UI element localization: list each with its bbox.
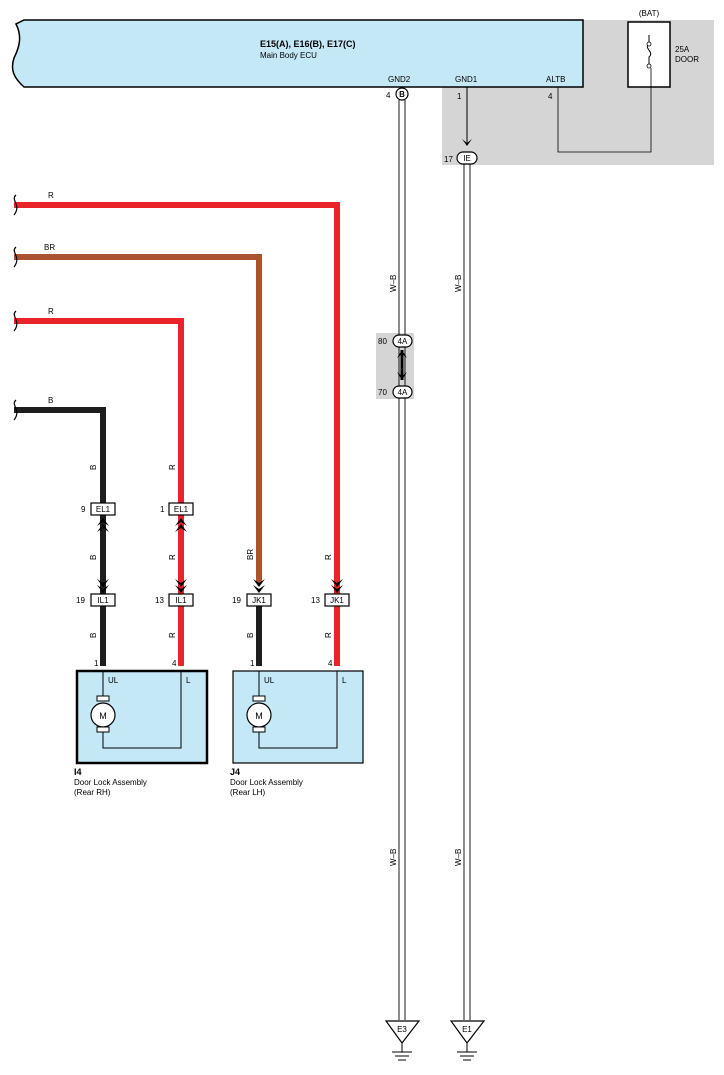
wire-label-r-3: R bbox=[324, 554, 333, 560]
connector-jk1-br-pin: 19 bbox=[232, 596, 241, 605]
wire-label-r-4: R bbox=[168, 632, 177, 638]
i4-position: (Rear RH) bbox=[74, 788, 111, 797]
pin-label-gnd1: GND1 bbox=[455, 75, 478, 84]
wire-label-b-4: B bbox=[246, 633, 255, 638]
connector-jk1-br: 19 JK1 bbox=[232, 593, 272, 607]
i4-name: Door Lock Assembly bbox=[74, 778, 147, 787]
gnd2-terminal-label: B bbox=[399, 90, 405, 99]
junction-4a-lower bbox=[392, 385, 413, 399]
j4-position: (Rear LH) bbox=[230, 788, 265, 797]
j4-name: Door Lock Assembly bbox=[230, 778, 303, 787]
wire-label-wb-3: W–B bbox=[389, 849, 398, 866]
connector-el1-b-label: EL1 bbox=[96, 505, 111, 514]
wire-label-b-2: B bbox=[89, 555, 98, 560]
connector-jk1-br-label: JK1 bbox=[252, 596, 266, 605]
connector-el1-r: 1 EL1 bbox=[160, 502, 194, 516]
connector-il1-b-label: IL1 bbox=[97, 596, 109, 605]
junction-4a-lower-label: 4A bbox=[398, 388, 408, 397]
wire-black-el1 bbox=[14, 407, 106, 666]
wire-brown-jk1 bbox=[14, 254, 262, 583]
j4-pin-ul: 1 bbox=[250, 659, 255, 668]
i4-pin-ul: 1 bbox=[94, 659, 99, 668]
i4-id: I4 bbox=[74, 767, 82, 777]
ecu-name-label: Main Body ECU bbox=[260, 51, 317, 60]
ground-e3-label: E3 bbox=[397, 1025, 407, 1034]
ground-wire-gnd2 bbox=[398, 100, 406, 1020]
junction-4a-upper-label: 4A bbox=[398, 337, 408, 346]
connector-jk1-r-pin: 13 bbox=[311, 596, 320, 605]
fuse-source-label: (BAT) bbox=[639, 9, 660, 18]
connector-el1-b: 9 EL1 bbox=[81, 502, 116, 516]
connector-el1-b-pin: 9 bbox=[81, 505, 86, 514]
door-lock-assembly-i4: 1 4 UL L M I4 Door Lock Assembly (Rear R… bbox=[74, 659, 209, 797]
connector-il1-r-pin: 13 bbox=[155, 596, 164, 605]
ground-e1: E1 bbox=[449, 1020, 486, 1061]
ie-junction bbox=[456, 151, 478, 165]
door-lock-assembly-j4: 1 4 UL L M J4 Door Lock Assembly (Rear L… bbox=[230, 659, 364, 797]
ie-pin-number: 17 bbox=[444, 155, 453, 164]
wire-code-br: BR bbox=[44, 243, 55, 252]
fuse-door: (BAT) 25A DOOR bbox=[627, 9, 699, 88]
wire-label-b-3: B bbox=[89, 633, 98, 638]
wire-code-b: B bbox=[48, 396, 53, 405]
wire-label-r-5: R bbox=[324, 632, 333, 638]
pin-label-gnd2: GND2 bbox=[388, 75, 411, 84]
wire-label-r-2: R bbox=[168, 554, 177, 560]
wire-code-r-top: R bbox=[48, 191, 54, 200]
connector-il1-b-pin: 19 bbox=[76, 596, 85, 605]
ie-junction-label: IE bbox=[463, 154, 471, 163]
junction-4a: 80 4A 70 4A bbox=[378, 334, 413, 399]
wire-label-wb-1: W–B bbox=[389, 275, 398, 292]
connector-il1-r: 13 IL1 bbox=[155, 593, 194, 607]
j4-id: J4 bbox=[230, 767, 240, 777]
i4-label-l: L bbox=[186, 676, 191, 685]
altb-pin-number: 4 bbox=[548, 92, 553, 101]
connector-jk1-r-label: JK1 bbox=[330, 596, 344, 605]
gnd1-pin-number: 1 bbox=[457, 92, 462, 101]
ecu-connectors-label: E15(A), E16(B), E17(C) bbox=[260, 39, 356, 49]
i4-label-ul: UL bbox=[108, 676, 119, 685]
wire-red-jk1 bbox=[14, 202, 340, 666]
junction-4a-upper bbox=[392, 334, 413, 348]
ground-e1-label: E1 bbox=[462, 1025, 472, 1034]
connector-el1-r-pin: 1 bbox=[160, 505, 165, 514]
wire-red-el1 bbox=[14, 318, 184, 666]
chevrons-el1 bbox=[97, 518, 187, 532]
connector-el1-r-label: EL1 bbox=[174, 505, 189, 514]
wire-code-r-mid: R bbox=[48, 307, 54, 316]
gnd2-terminal bbox=[395, 87, 409, 101]
wire-label-b-1: B bbox=[89, 465, 98, 470]
wire-label-r-1: R bbox=[168, 464, 177, 470]
wire-break-marks bbox=[13, 194, 18, 421]
wire-label-wb-4: W–B bbox=[454, 849, 463, 866]
chevrons-il1-jk1 bbox=[97, 579, 343, 593]
altb-fuse-wire bbox=[557, 68, 652, 153]
connector-il1-b: 19 IL1 bbox=[76, 593, 116, 607]
main-body-ecu: E15(A), E16(B), E17(C) Main Body ECU GND… bbox=[11, 19, 584, 88]
ground-wire-gnd1 bbox=[463, 164, 471, 1020]
j4-pin-l: 4 bbox=[328, 659, 333, 668]
junction-4a-lower-pin: 70 bbox=[378, 388, 387, 397]
j4-motor-label: M bbox=[255, 711, 263, 721]
j4-label-ul: UL bbox=[264, 676, 275, 685]
fuse-name-label: DOOR bbox=[675, 55, 699, 64]
connector-jk1-r: 13 JK1 bbox=[311, 593, 350, 607]
pin-label-altb: ALTB bbox=[546, 75, 565, 84]
wire-label-wb-2: W–B bbox=[454, 275, 463, 292]
i4-motor-label: M bbox=[99, 711, 107, 721]
connector-il1-r-label: IL1 bbox=[175, 596, 187, 605]
gnd2-pin-number: 4 bbox=[386, 91, 391, 100]
i4-pin-l: 4 bbox=[172, 659, 177, 668]
wire-label-br: BR bbox=[246, 549, 255, 560]
ground-e3: E3 bbox=[384, 1020, 421, 1061]
fuse-rating-label: 25A bbox=[675, 45, 690, 54]
gnd1-chevron bbox=[462, 139, 472, 146]
j4-label-l: L bbox=[342, 676, 347, 685]
junction-4a-upper-pin: 80 bbox=[378, 337, 387, 346]
